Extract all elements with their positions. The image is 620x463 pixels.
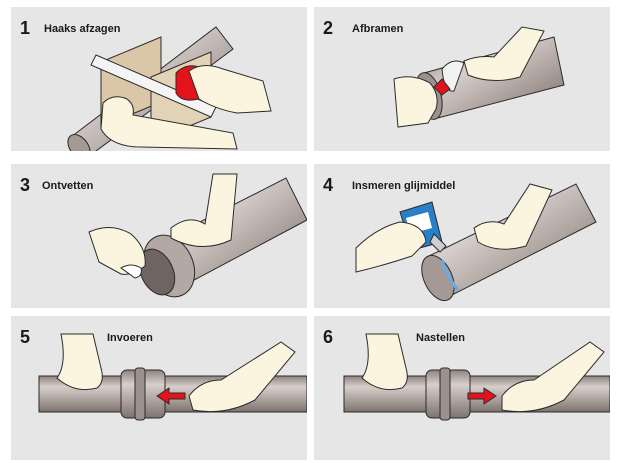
left-hand [88, 227, 146, 275]
right-hand [473, 183, 553, 250]
step-number: 6 [323, 327, 334, 347]
left-hand [56, 333, 103, 391]
lubricant-layer [440, 259, 460, 291]
step-label: Insmeren glijmiddel [352, 180, 456, 192]
lubricating-illustration [355, 183, 597, 302]
cleaning-cloth [120, 264, 142, 279]
left-hand [355, 221, 427, 273]
tube-cap [429, 233, 447, 253]
pipe-end [421, 254, 455, 302]
inserting-illustration [38, 333, 307, 421]
right-hand [463, 26, 545, 81]
left-hand [361, 333, 408, 391]
tool-tip [433, 78, 451, 96]
step-panel-2: 2 Afbramen [314, 7, 610, 151]
step-label: Invoeren [107, 332, 153, 344]
right-hand [170, 173, 238, 248]
step-panel-1: 1 Haaks afzagen [11, 7, 307, 151]
step-number: 3 [20, 175, 31, 195]
step-number: 1 [20, 18, 31, 38]
right-hand [188, 341, 296, 413]
step-panel-4: 4 Insmeren glijmiddel [314, 164, 610, 308]
step-panel-3: 3 Ontvetten [11, 164, 307, 308]
step-number: 4 [323, 175, 334, 195]
degreasing-illustration [88, 173, 307, 298]
right-hand [501, 341, 605, 413]
deburring-illustration [393, 26, 565, 128]
sealing-ring [439, 367, 451, 421]
step-number: 5 [20, 327, 31, 347]
socket-opening [138, 248, 176, 296]
step-panel-6: 6 Nastellen [314, 316, 610, 460]
step-label: Nastellen [416, 332, 465, 344]
arrow-left-icon [156, 387, 186, 405]
sealing-ring [134, 367, 146, 421]
left-hand [393, 76, 438, 128]
step-number: 2 [323, 18, 334, 38]
sawing-illustration [67, 26, 272, 151]
step-label: Afbramen [352, 23, 404, 35]
pipe-end [67, 134, 91, 151]
step-label: Ontvetten [42, 180, 94, 192]
arrow-right-icon [467, 387, 497, 405]
right-hand [188, 65, 272, 114]
adjusting-illustration [343, 333, 610, 421]
step-label: Haaks afzagen [44, 23, 121, 35]
step-panel-5: 5 Invoeren [11, 316, 307, 460]
left-hand [100, 96, 238, 150]
